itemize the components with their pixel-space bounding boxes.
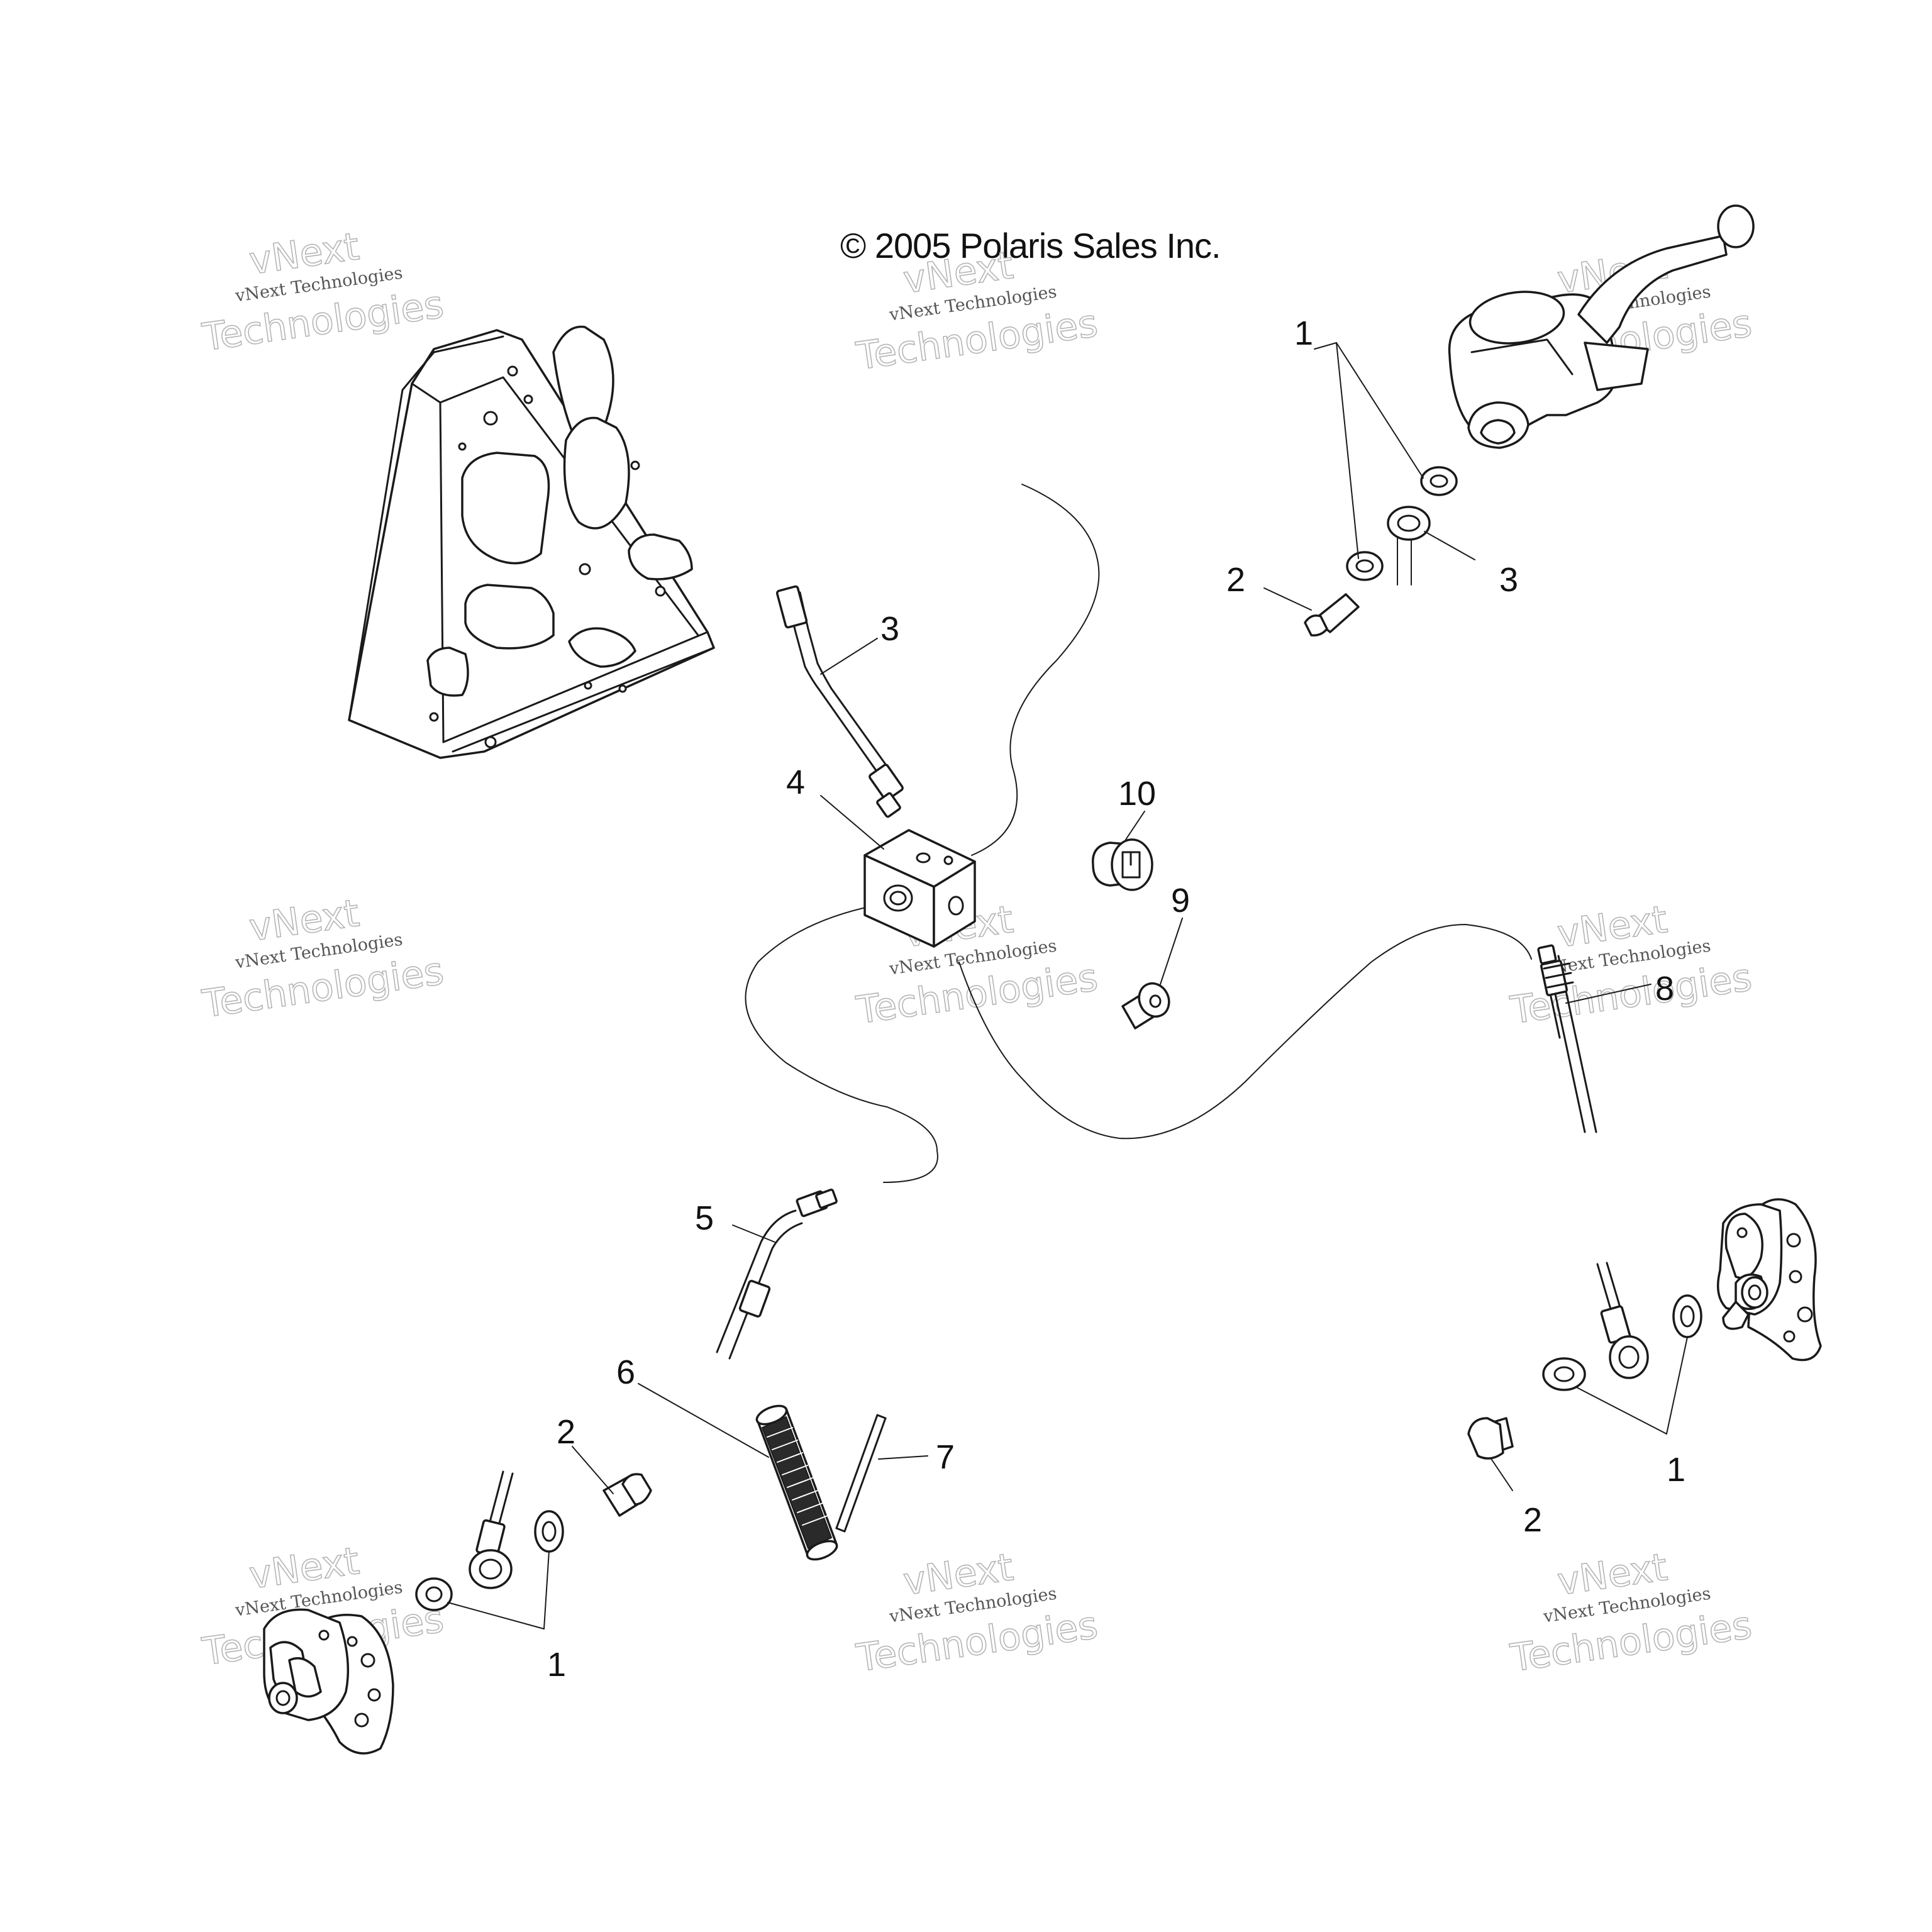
callout-1-top: 1	[1294, 314, 1313, 352]
callout-7: 7	[936, 1438, 955, 1476]
screw-9	[1121, 982, 1170, 1030]
callout-4: 4	[786, 763, 805, 801]
bolt	[1467, 1417, 1514, 1460]
callout-2-top: 2	[1226, 561, 1245, 599]
left-lower-hardware	[415, 1470, 652, 1611]
rod-7	[835, 1414, 887, 1533]
plug-10	[1092, 838, 1153, 891]
watermark-bottom-center: vNext vNext Technologies Technologies	[853, 1545, 1101, 1681]
watermark-mid-right: vNext vNext Technologies Technologies	[1507, 897, 1755, 1033]
callout-5: 5	[695, 1199, 714, 1237]
brake-line-3	[775, 585, 904, 818]
right-brake-caliper	[1716, 1198, 1822, 1362]
watermark-top-center: vNext vNext Technologies Technologies	[853, 243, 1101, 379]
watermark-mid-left: vNext vNext Technologies Technologies	[199, 891, 447, 1027]
top-right-hardware	[1304, 466, 1458, 637]
callout-9: 9	[1171, 882, 1190, 919]
callout-labels: 1 2 3 3 4 10 9 8 5 6 7 2 1 1 2	[547, 314, 1685, 1684]
watermark-top-left: vNext vNext Technologies Technologies	[199, 224, 447, 360]
callout-8: 8	[1655, 970, 1674, 1008]
callout-3-mid: 3	[880, 610, 899, 648]
callout-10: 10	[1118, 775, 1156, 813]
brake-line-5	[716, 1188, 838, 1360]
callout-2-right: 2	[1523, 1501, 1542, 1539]
master-cylinder	[1448, 204, 1755, 449]
brake-line-8	[1537, 944, 1597, 1133]
bulkhead-panel	[348, 325, 715, 759]
spring-guard-6	[755, 1404, 838, 1561]
copyright-notice: © 2005 Polaris Sales Inc.	[840, 226, 1221, 265]
bolt	[602, 1473, 652, 1517]
callout-1-right: 1	[1667, 1451, 1685, 1489]
flexible-brake-lines	[745, 484, 1532, 1183]
callout-6: 6	[616, 1353, 635, 1391]
bolt	[1304, 593, 1360, 637]
right-lower-hardware	[1467, 1262, 1702, 1460]
leader-lines	[447, 342, 1688, 1629]
callout-2-left: 2	[557, 1413, 575, 1451]
distribution-block	[863, 829, 976, 948]
left-brake-caliper	[263, 1608, 394, 1755]
watermark-bottom-right: vNext vNext Technologies Technologies	[1507, 1545, 1755, 1681]
callout-1-left: 1	[547, 1646, 566, 1684]
callout-3-top: 3	[1499, 561, 1518, 599]
